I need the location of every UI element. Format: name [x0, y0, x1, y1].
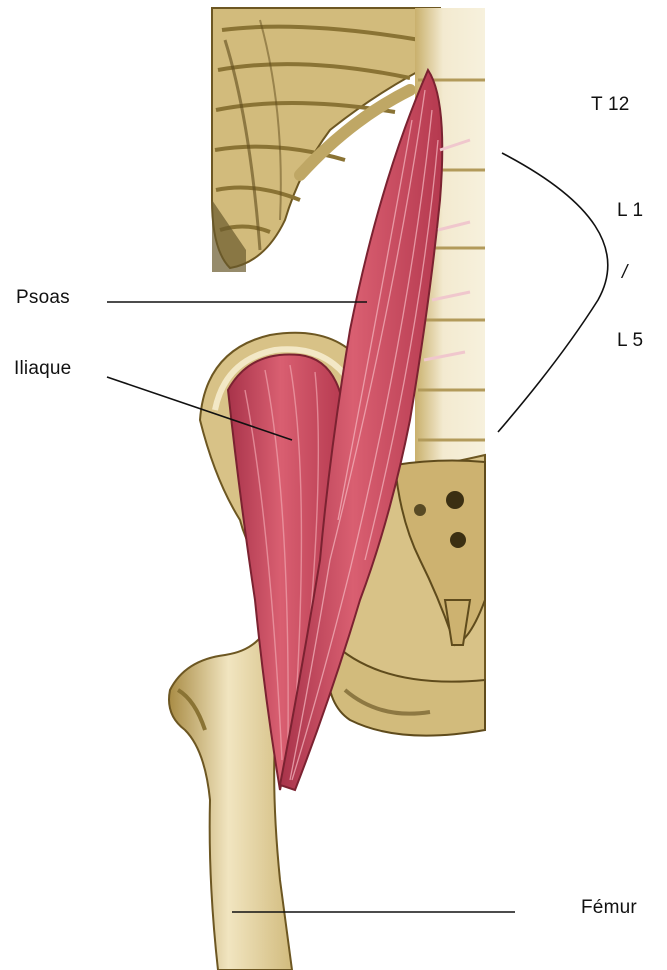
label-iliaque: Iliaque: [14, 358, 71, 380]
lumbar-bracket: [498, 153, 608, 432]
label-t12: T 12: [591, 94, 629, 116]
label-femur: Fémur: [581, 897, 637, 919]
label-l1: L 1: [617, 200, 643, 222]
label-slash: /: [622, 262, 627, 284]
label-l5: L 5: [617, 330, 643, 352]
label-psoas: Psoas: [16, 287, 70, 309]
